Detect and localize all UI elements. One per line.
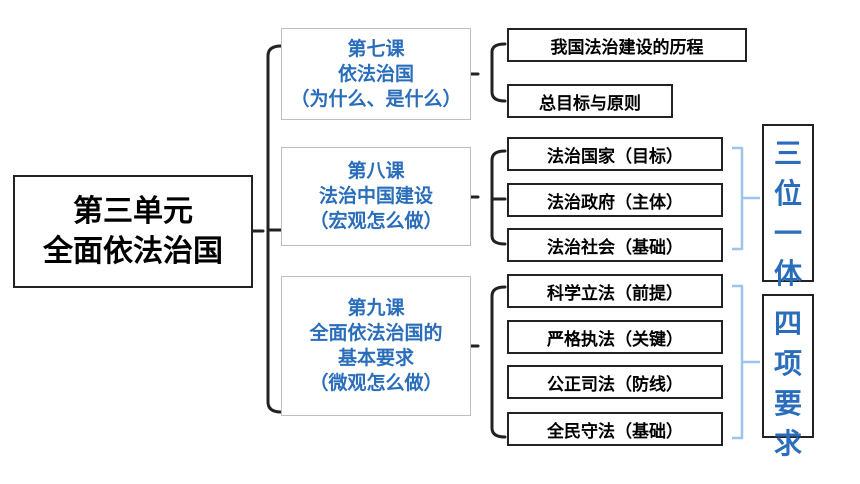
summary-char: 求 xyxy=(773,427,802,460)
item-label: 公正司法（防线） xyxy=(547,374,683,395)
lesson-9-note: （微观怎么做） xyxy=(309,372,443,394)
summary-char: 一 xyxy=(773,217,802,250)
item-box: 法治社会（基础） xyxy=(507,228,723,262)
lesson-box-7: 第七课 依法治国 （为什么、是什么） xyxy=(281,28,471,120)
summary-char: 三 xyxy=(773,137,802,170)
lesson-9-name-1: 全面依法治国的 xyxy=(309,322,443,344)
item-box: 公正司法（防线） xyxy=(507,365,723,399)
summary-box-trinity: 三 位 一 体 xyxy=(762,124,814,290)
item-label: 严格执法（关键） xyxy=(547,329,683,350)
summary-char: 位 xyxy=(773,177,802,210)
lesson-box-8: 第八课 法治中国建设 （宏观怎么做） xyxy=(281,147,471,246)
item-label: 法治社会（基础） xyxy=(547,237,683,258)
unit-title-line1: 第三单元 xyxy=(73,193,193,229)
item-label: 总目标与原则 xyxy=(539,93,641,114)
main-bracket xyxy=(251,44,283,414)
lesson-8-title: 第八课 xyxy=(347,160,405,182)
item-label: 全民守法（基础） xyxy=(547,421,683,442)
item-box: 全民守法（基础） xyxy=(507,412,723,446)
summary-char: 要 xyxy=(773,387,802,420)
lesson-7-name: 依法治国 xyxy=(337,62,414,85)
lesson-9-name-2: 基本要求 xyxy=(337,347,414,369)
item-box: 严格执法（关键） xyxy=(507,320,723,354)
item-box: 法治政府（主体） xyxy=(507,183,723,217)
lesson-7-note: （为什么、是什么） xyxy=(290,87,462,110)
lesson9-bracket xyxy=(468,285,507,439)
item-box: 法治国家（目标） xyxy=(507,137,723,171)
lesson-9-title: 第九课 xyxy=(347,297,405,319)
item-box: 总目标与原则 xyxy=(507,84,673,118)
summary-char: 项 xyxy=(773,347,802,380)
item-label: 法治国家（目标） xyxy=(547,146,683,167)
item-label: 法治政府（主体） xyxy=(547,192,683,213)
lesson8-bracket xyxy=(468,149,507,246)
item-box: 科学立法（前提） xyxy=(507,274,723,308)
lesson7-bracket xyxy=(468,42,507,103)
item-box: 我国法治建设的历程 xyxy=(507,28,747,62)
lesson-8-note: （宏观怎么做） xyxy=(309,210,443,232)
lesson-7-title: 第七课 xyxy=(347,37,405,60)
summary-bracket-1 xyxy=(732,146,760,251)
summary-char: 体 xyxy=(773,257,802,290)
item-label: 我国法治建设的历程 xyxy=(550,37,704,58)
item-label: 科学立法（前提） xyxy=(547,283,683,304)
summary-char: 四 xyxy=(773,307,802,340)
unit-title-line2: 全面依法治国 xyxy=(43,233,223,269)
unit-title-box: 第三单元 全面依法治国 xyxy=(13,175,253,288)
summary-box-four-requirements: 四 项 要 求 xyxy=(762,294,814,460)
lesson-box-9: 第九课 全面依法治国的 基本要求 （微观怎么做） xyxy=(281,276,471,416)
summary-bracket-2 xyxy=(732,284,760,440)
lesson-8-name: 法治中国建设 xyxy=(318,185,433,207)
